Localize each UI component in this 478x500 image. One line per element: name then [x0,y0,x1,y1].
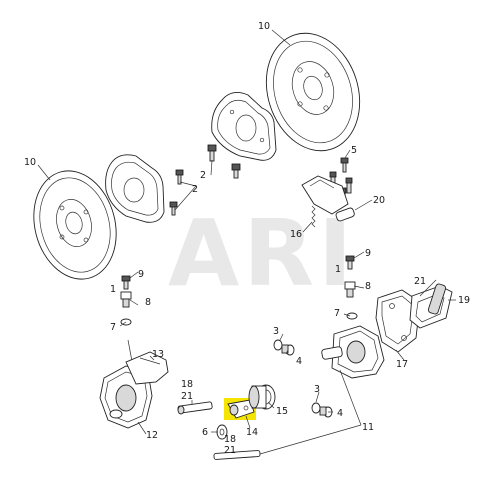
brake-rotor-rear[interactable] [252,21,375,163]
callout-8-left: 8 [145,297,151,308]
callout-8-right: 8 [365,281,371,292]
callout-1-left: 1 [110,284,116,295]
callout-21-right: 21 [414,276,426,287]
callout-10-left: 10 [24,157,36,168]
callout-11: 11 [362,422,374,433]
highlighted-piston-14[interactable] [224,398,256,420]
callout-3-upper: 3 [273,326,279,337]
callout-1-right: 1 [335,264,341,275]
callout-20: 20 [373,195,385,206]
callout-4-lower: 4 [337,408,343,419]
callout-2-top: 2 [200,170,206,181]
guide-pin-lower-18-21[interactable] [213,450,261,460]
parking-brake-bracket[interactable] [301,175,355,222]
boot-seal-set-3-4-lower[interactable] [311,402,333,418]
caliper-left[interactable] [99,339,153,429]
watermark-text: ARI [168,200,356,307]
callout-14: 14 [246,427,258,438]
callout-4-upper: 4 [296,356,302,367]
callout-17: 17 [396,359,408,370]
callout-13: 13 [152,349,164,360]
callout-16: 16 [290,229,302,240]
return-spring[interactable] [311,205,316,228]
callout-6: 6 [202,427,208,438]
callout-9-right: 9 [365,248,371,259]
caliper-right[interactable] [321,325,385,379]
piston-seal-15[interactable] [248,384,276,410]
callout-7-left: 7 [110,322,116,333]
boot-seal-set-3-4-upper[interactable] [273,339,295,356]
callout-18-upper: 18 [181,379,193,390]
callout-9-left: 9 [138,269,144,280]
backing-plate-upper[interactable] [211,91,277,161]
bleeder-screw-left[interactable] [120,275,132,326]
callout-19: 19 [458,295,470,306]
callout-12: 12 [146,430,158,441]
backing-plate-lower[interactable] [105,154,165,223]
caliper-bracket-right[interactable] [375,289,421,353]
bleeder-screw-right[interactable] [344,255,358,320]
callout-21-upper: 21 [181,391,193,402]
callout-7-right: 7 [334,308,340,319]
guide-pin-18-21[interactable] [177,401,213,415]
callout-21-lower: 21 [224,445,236,456]
bolt-set-2[interactable] [169,144,241,216]
callout-10-top: 10 [258,21,270,32]
brake-pad-set-19-21[interactable] [409,283,453,329]
callout-18-lower: 18 [224,434,236,445]
leader-lines [37,29,456,455]
callout-3-lower: 3 [314,384,320,395]
caliper-bracket-left[interactable] [125,351,169,385]
callout-5: 5 [351,145,357,156]
callout-2-lower: 2 [192,184,198,195]
brake-rotor-front[interactable] [22,162,128,289]
callout-labels: 10 10 2 2 5 16 20 9 9 1 1 8 8 7 7 13 12 … [24,21,470,456]
callout-15: 15 [276,406,288,417]
